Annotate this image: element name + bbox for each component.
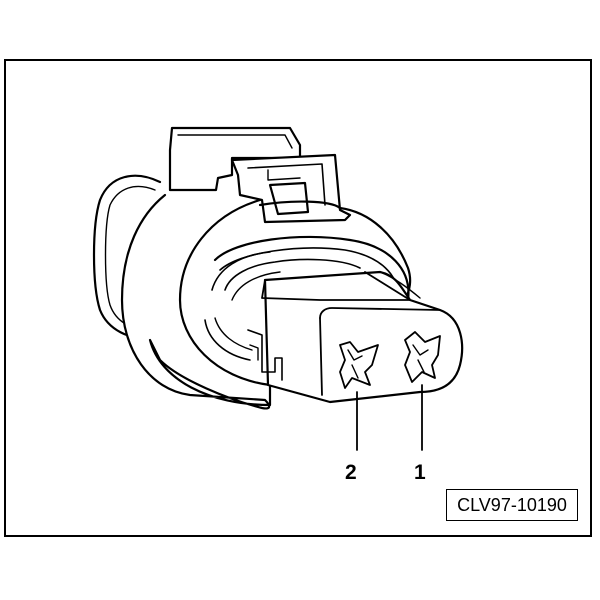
figure-frame: [4, 59, 592, 537]
pin-label-1: 1: [414, 461, 426, 484]
seal-ring-inner: [224, 258, 361, 291]
insert-front-face: [319, 307, 441, 319]
connector-housing: [120, 193, 272, 410]
terminal-cavity-pin-2: [339, 341, 379, 389]
locking-tab-housing: [168, 126, 302, 192]
figure-reference-code: CLV97-10190: [446, 489, 578, 521]
pin-label-2: 2: [345, 461, 357, 484]
terminal-cavity-pin-1: [404, 331, 441, 383]
seal-ring-outer: [213, 235, 410, 317]
